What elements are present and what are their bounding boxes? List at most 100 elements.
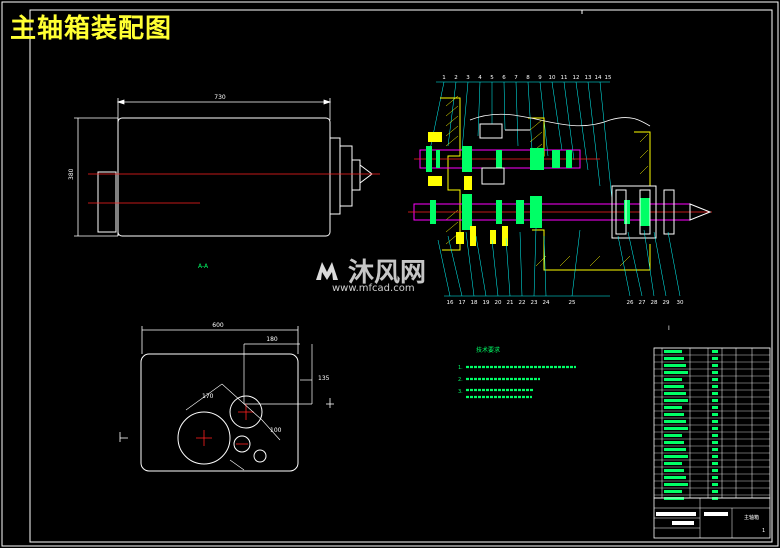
plan-dim-a-label: 180 <box>266 336 278 343</box>
part-number: 20 <box>495 300 502 306</box>
parts-list-table <box>653 347 771 500</box>
top-leaders <box>429 81 613 201</box>
headstock-body-outline <box>117 117 331 237</box>
upper-shaft-gears <box>426 146 572 172</box>
technical-notes: 技术要求 1. 2. 3. <box>458 346 576 399</box>
side-dim-height <box>74 117 118 237</box>
spindle-nose <box>689 203 712 221</box>
part-number: 16 <box>447 300 454 306</box>
table-cell-text <box>664 364 686 367</box>
table-cell-text <box>712 427 718 430</box>
gear-circle-medium <box>229 395 263 429</box>
part-number: 23 <box>531 300 538 306</box>
drawing-title: 主轴箱装配图 <box>10 14 173 44</box>
part-number: 5 <box>490 75 494 81</box>
plan-dim-d-label: 170 <box>202 393 214 400</box>
side-dim-width-label: 730 <box>214 94 226 101</box>
part-number: 26 <box>627 300 634 306</box>
part-number: 12 <box>573 75 580 81</box>
table-cell-text <box>712 371 718 374</box>
table-cell-text <box>712 469 718 472</box>
table-cell-text <box>712 483 718 486</box>
table-cell-text <box>664 357 684 360</box>
table-cell-text <box>664 420 686 423</box>
table-cell-text <box>664 490 682 493</box>
plan-dim-c-label: 100 <box>270 427 282 434</box>
table-cell-text <box>664 385 684 388</box>
table-cell-text <box>664 427 688 430</box>
motor-block <box>97 171 117 233</box>
spindle-gears <box>430 194 650 230</box>
table-cell-text <box>712 441 718 444</box>
table-cell-text <box>664 497 684 500</box>
plan-dim-width <box>141 326 299 354</box>
watermark: 沐风网 <box>312 252 426 289</box>
watermark-text: 沐风网 <box>348 258 427 288</box>
gear-circle-large <box>177 411 231 465</box>
notes-text-lines <box>466 365 576 399</box>
table-cell-text <box>712 378 718 381</box>
plan-dim-b-label: 135 <box>318 375 330 382</box>
svg-text:I: I <box>668 325 670 332</box>
part-number: 21 <box>507 300 514 306</box>
table-cell-text <box>712 420 718 423</box>
table-cell-text <box>664 483 688 486</box>
table-cell-text <box>712 448 718 451</box>
part-number: 29 <box>663 300 670 306</box>
table-cell-text <box>664 413 684 416</box>
note-3-number: 3. <box>458 389 463 395</box>
table-cell-text <box>664 399 688 402</box>
part-number: 8 <box>526 75 530 81</box>
table-cell-text <box>664 392 686 395</box>
table-cell-text <box>664 371 688 374</box>
part-number: 9 <box>538 75 542 81</box>
table-cell-text <box>664 448 686 451</box>
part-number: 7 <box>514 75 518 81</box>
table-cell-text <box>712 462 718 465</box>
table-cell-text <box>664 350 682 353</box>
base-plate <box>140 353 299 472</box>
assembly-section: 1 2 3 4 5 6 7 8 9 10 11 12 13 14 15 <box>408 75 712 332</box>
gear-circle-small <box>233 435 251 453</box>
front-bearing-housing <box>611 185 657 239</box>
notes-heading: 技术要求 <box>476 346 500 354</box>
note-2-number: 2. <box>458 377 463 383</box>
part-number: 10 <box>549 75 556 81</box>
table-cell-text <box>664 476 686 479</box>
part-number: 6 <box>502 75 506 81</box>
part-number: 15 <box>605 75 612 81</box>
table-cell-text <box>712 406 718 409</box>
table-cell-text <box>664 455 688 458</box>
side-view: 730 380 A-A <box>68 94 380 270</box>
section-label: A-A <box>198 263 209 270</box>
table-cell-text <box>664 406 682 409</box>
part-number: 18 <box>471 300 478 306</box>
table-cell-text <box>712 490 718 493</box>
title-block: 主轴箱 1 <box>653 497 771 539</box>
side-dim-width <box>116 98 332 120</box>
part-number: 22 <box>519 300 526 306</box>
part-number: 4 <box>478 75 482 81</box>
table-cell-text <box>712 455 718 458</box>
table-cell-text <box>712 385 718 388</box>
part-number: 13 <box>585 75 592 81</box>
watermark-url: www.mfcad.com <box>332 283 415 294</box>
part-number: 25 <box>569 300 576 306</box>
part-number: 3 <box>466 75 470 81</box>
part-number: 11 <box>561 75 568 81</box>
table-cell-text <box>712 392 718 395</box>
table-cell-text <box>712 497 718 500</box>
title-block-name: 主轴箱 <box>744 514 759 521</box>
side-dim-height-label: 380 <box>68 168 75 180</box>
table-cell-text <box>664 378 682 381</box>
table-cell-text <box>712 413 718 416</box>
watermark-logo-icon <box>316 261 338 280</box>
part-number: 2 <box>454 75 458 81</box>
part-number: 14 <box>595 75 602 81</box>
table-cell-text <box>712 364 718 367</box>
table-cell-text <box>712 399 718 402</box>
plan-dim-width-label: 600 <box>212 322 224 329</box>
plan-view: 600 180 135 100 170 <box>119 322 334 472</box>
part-number: 17 <box>459 300 466 306</box>
table-cell-text <box>712 357 718 360</box>
